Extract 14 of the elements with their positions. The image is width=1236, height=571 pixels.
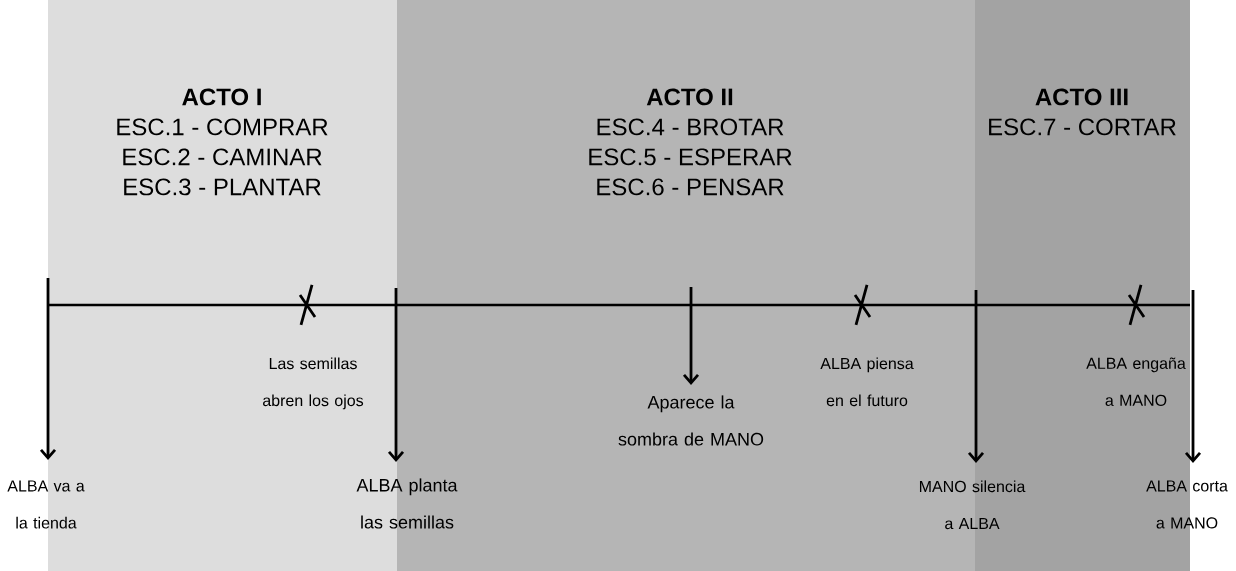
- arrow: [39, 278, 57, 460]
- event-label: ALBA planta las semillas: [356, 478, 458, 529]
- timeline: [48, 303, 1190, 307]
- event-label: Aparece la sombra de MANO: [618, 395, 764, 446]
- event-label: ALBA corta a MANO: [1146, 480, 1228, 529]
- event-label: Las semillas abren los ojos: [263, 357, 364, 410]
- event-label: ALBA engaña a MANO: [1086, 357, 1186, 407]
- event-label: ALBA piensa en el futuro: [820, 357, 914, 407]
- arrow: [682, 287, 700, 385]
- event-label: ALBA va a la tienda: [7, 480, 85, 529]
- arrow: [967, 290, 985, 463]
- arrow: [1184, 290, 1202, 463]
- arrow: [387, 288, 405, 462]
- event-label: MANO silencia a ALBA: [920, 480, 1026, 530]
